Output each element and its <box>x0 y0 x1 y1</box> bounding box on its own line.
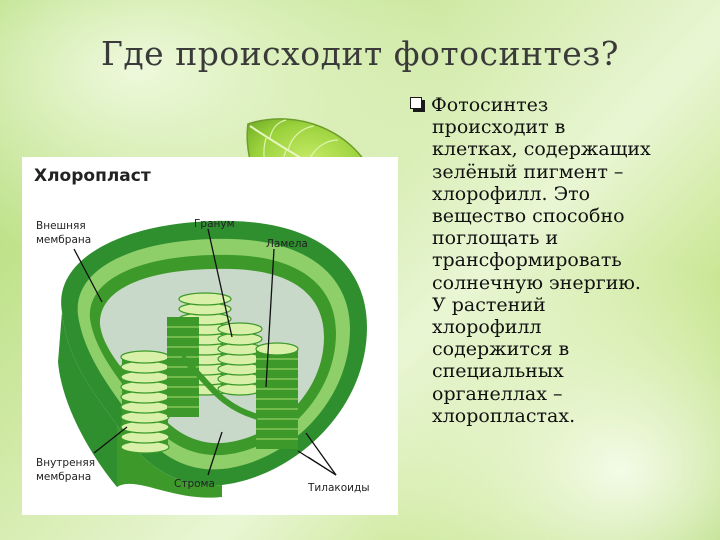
label-outer-membrane-line1: Внешняя <box>36 220 86 232</box>
diagram-heading: Хлоропласт <box>34 166 151 186</box>
text-line: хлорофилл <box>432 316 542 339</box>
text-line: вещество способно <box>432 205 625 228</box>
bullet-row: Фотосинтез <box>410 94 716 116</box>
text-line: хлоропластах. <box>432 404 576 427</box>
text-line: солнечную энергию. <box>432 271 641 294</box>
granum-stack-left <box>120 350 170 454</box>
text-line: органеллах – <box>432 382 563 405</box>
hollow-square-bullet-icon <box>410 97 425 112</box>
text-line: поглощать и <box>432 227 559 250</box>
label-inner-membrane-line2: мембрана <box>36 471 91 483</box>
text-lines: происходит в клетках, содержащих зелёный… <box>410 116 716 427</box>
lamella-connector <box>179 354 259 420</box>
granum-stack-right <box>217 322 299 449</box>
text-line: происходит в <box>432 116 566 139</box>
chloroplast-diagram: Хлоропласт <box>22 157 398 515</box>
label-stroma: Строма <box>174 478 215 490</box>
description-text: Фотосинтез происходит в клетках, содержа… <box>410 94 716 427</box>
label-outer-membrane-line2: мембрана <box>36 234 91 246</box>
label-thylakoids: Тилакоиды <box>307 482 370 494</box>
text-line: трансформировать <box>432 249 622 272</box>
text-line-first: Фотосинтез <box>431 94 549 116</box>
label-lamella: Ламела <box>266 238 308 250</box>
label-inner-membrane-line1: Внутреняя <box>36 457 95 469</box>
slide-title: Где происходит фотосинтез? <box>101 34 619 73</box>
text-line: У растений <box>432 293 546 316</box>
text-line: зелёный пигмент – <box>432 160 624 183</box>
text-line: хлорофилл. Это <box>432 182 591 205</box>
text-line: содержится в <box>432 338 570 361</box>
label-pointers <box>73 228 337 476</box>
text-line: специальных <box>432 360 564 383</box>
label-granum: Гранум <box>194 218 235 230</box>
text-line: клетках, содержащих <box>432 138 651 161</box>
